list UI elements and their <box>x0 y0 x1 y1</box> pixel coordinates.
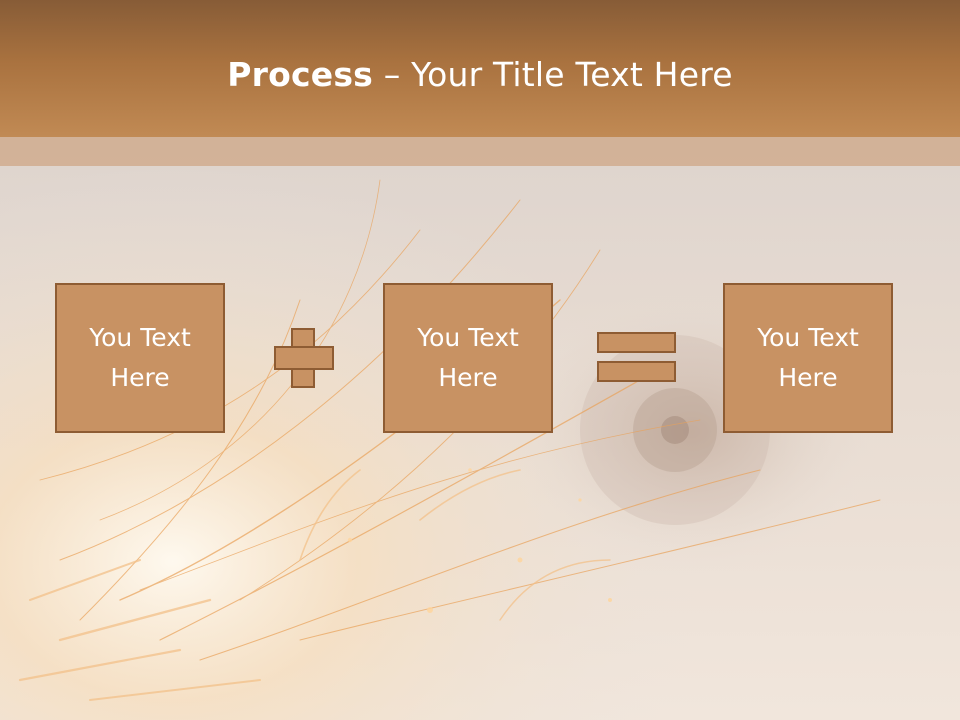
process-step-label-1: You Text Here <box>89 323 191 392</box>
plus-icon-center <box>293 348 313 368</box>
process-step-box-2[interactable]: You Text Here <box>383 283 553 433</box>
process-step-label-2: You Text Here <box>417 323 519 392</box>
equals-icon <box>597 332 676 353</box>
slide-title: Process – Your Title Text Here <box>0 52 960 98</box>
title-bar <box>0 0 960 137</box>
title-bold-text: Process <box>227 55 374 94</box>
title-strip <box>0 137 960 166</box>
process-step-box-1[interactable]: You Text Here <box>55 283 225 433</box>
process-result-box[interactable]: You Text Here <box>723 283 893 433</box>
process-result-label: You Text Here <box>757 323 859 392</box>
title-rest-text: – Your Title Text Here <box>373 55 733 94</box>
equals-icon-lower-bar <box>597 361 676 382</box>
